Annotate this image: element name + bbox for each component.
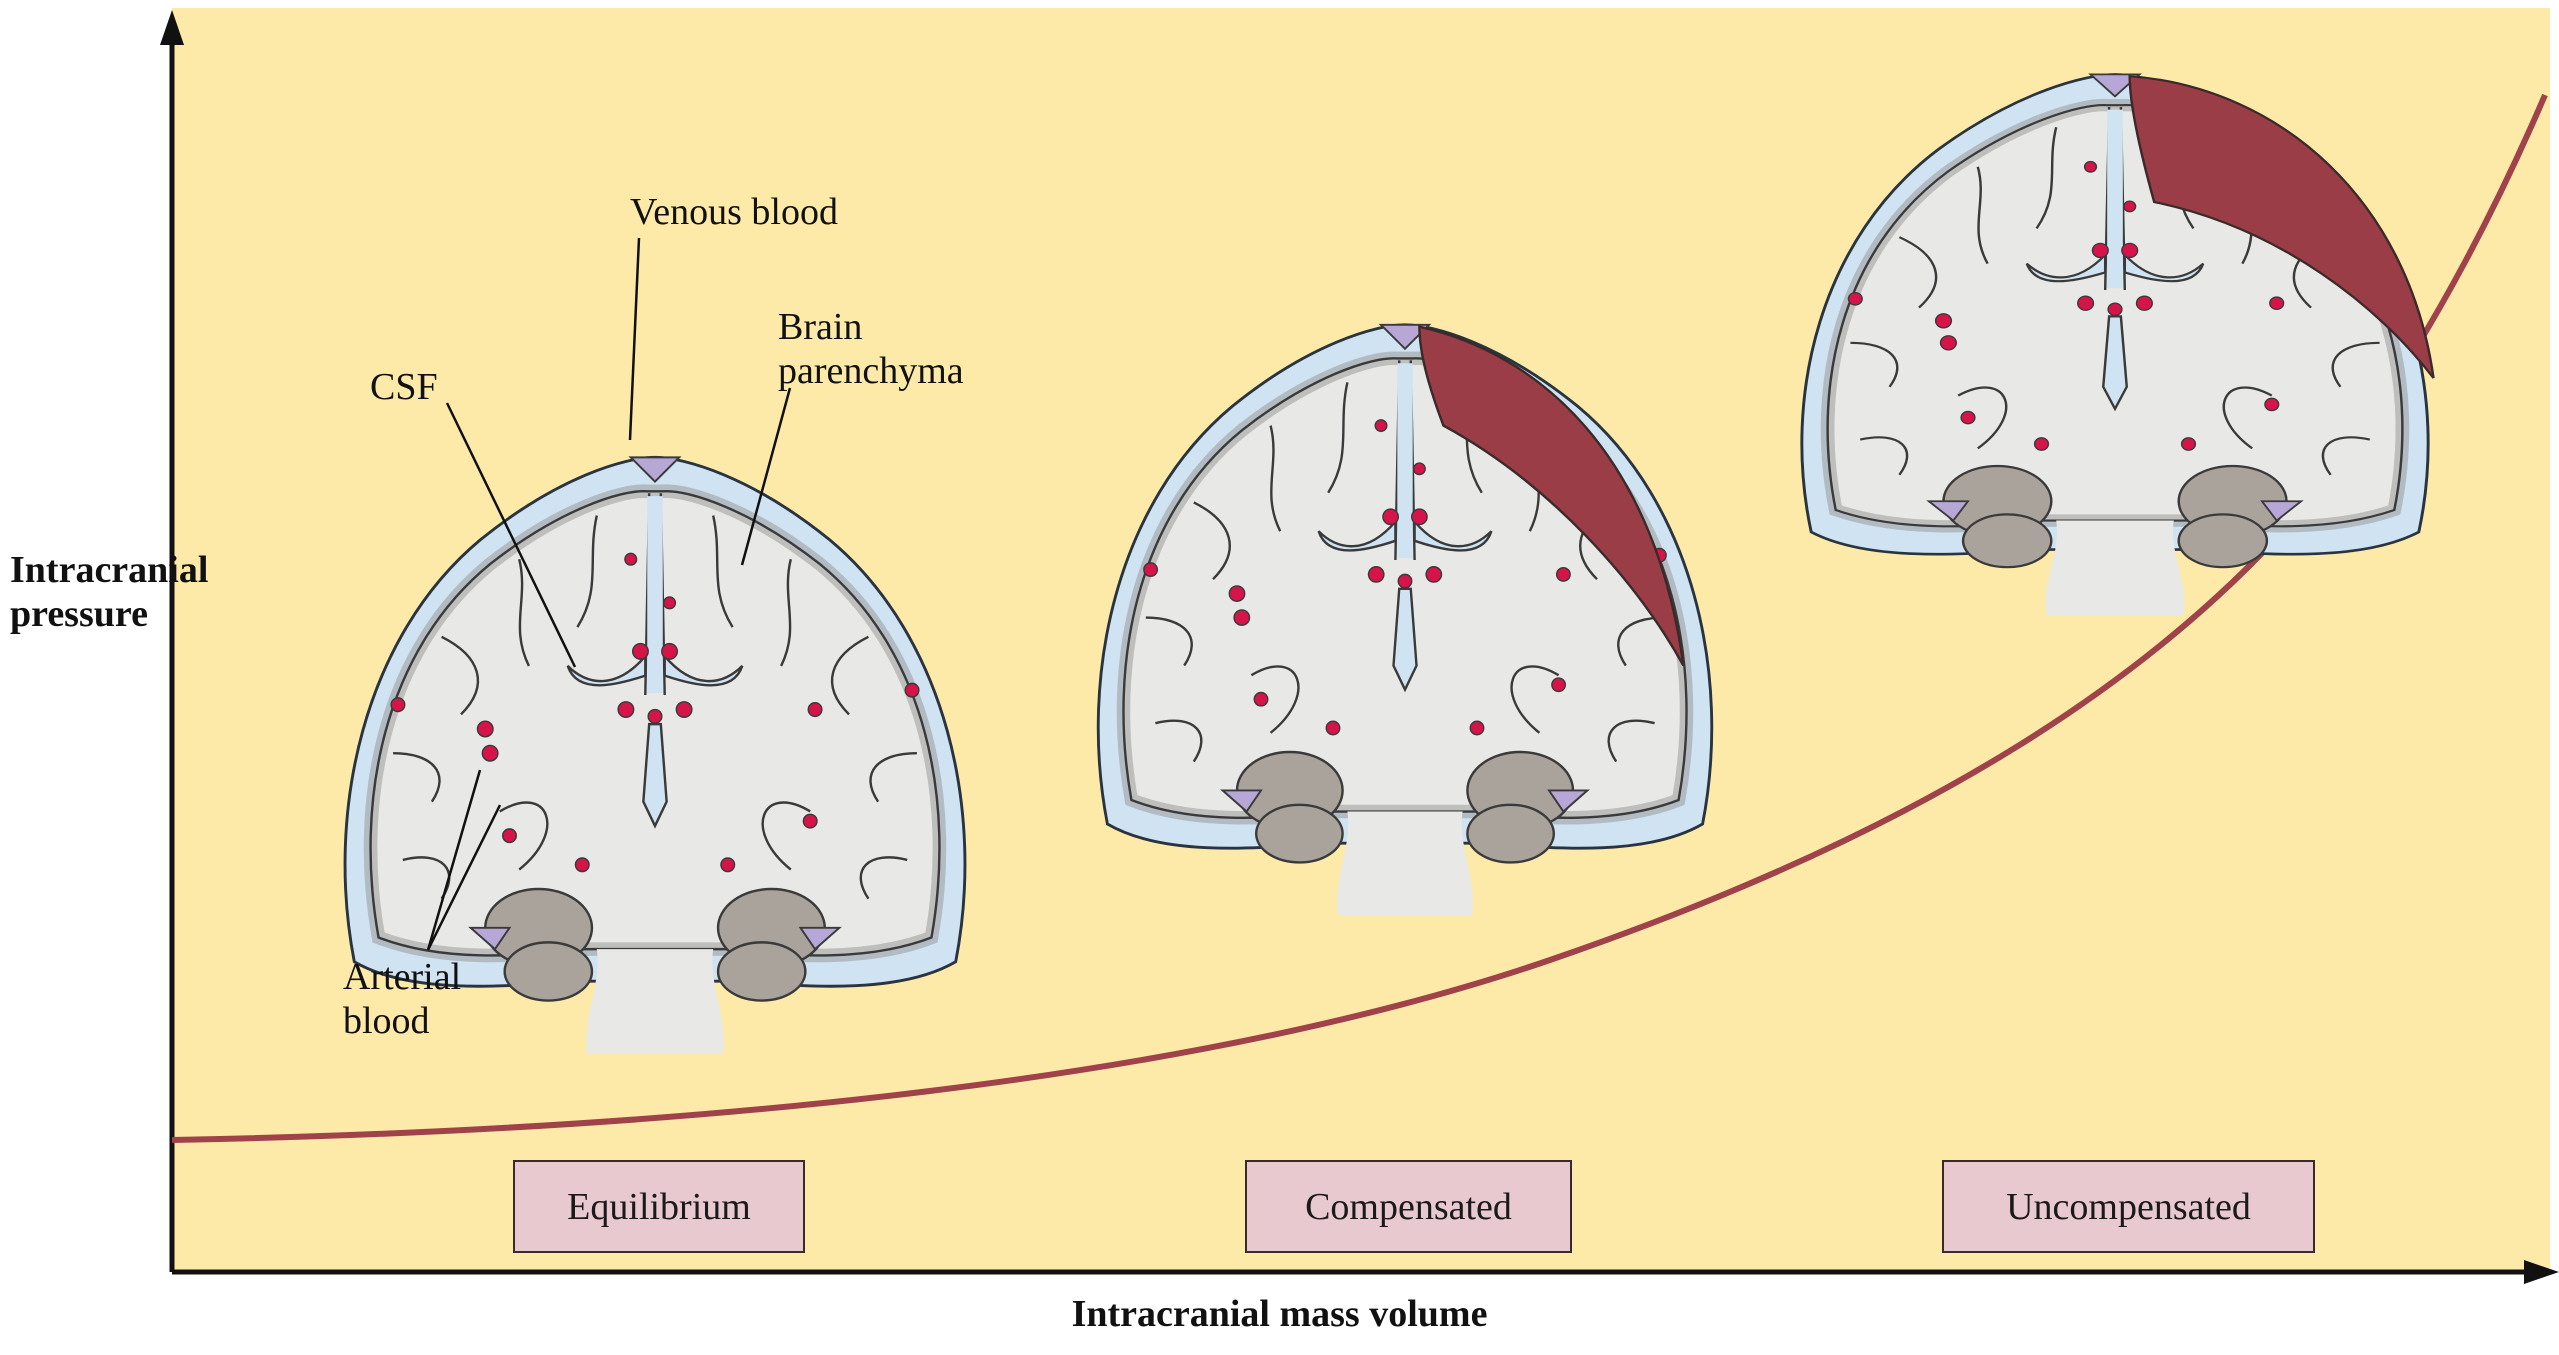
mass-lesion-large	[2128, 74, 2435, 379]
label-venous-blood: Venous blood	[630, 191, 838, 233]
mass-lesion	[1418, 325, 1685, 667]
y-axis-label: Intracranial pressure	[10, 548, 208, 636]
label-arterial-line2: blood	[343, 1000, 430, 1042]
label-csf: CSF	[370, 366, 438, 408]
axes	[160, 10, 2559, 1284]
stage-compensated: Compensated	[1245, 1160, 1572, 1253]
y-axis-label-line1: Intracranial	[10, 549, 209, 591]
stage-uncompensated: Uncompensated	[1942, 1160, 2315, 1253]
brain-compensated	[1098, 325, 1712, 915]
label-brain-line1: Brain	[778, 306, 863, 348]
label-arterial-line1: Arterial	[343, 956, 462, 998]
brain-uncompensated	[1802, 74, 2434, 615]
label-arterial-blood: Arterial blood	[343, 955, 461, 1043]
label-brain-line2: parenchyma	[778, 350, 964, 392]
stage-equilibrium: Equilibrium	[513, 1160, 805, 1253]
label-brain-parenchyma: Brain parenchyma	[778, 305, 964, 393]
x-axis-label: Intracranial mass volume	[1071, 1293, 1488, 1335]
y-axis-label-line2: pressure	[10, 593, 148, 635]
leader-lines	[426, 237, 792, 951]
